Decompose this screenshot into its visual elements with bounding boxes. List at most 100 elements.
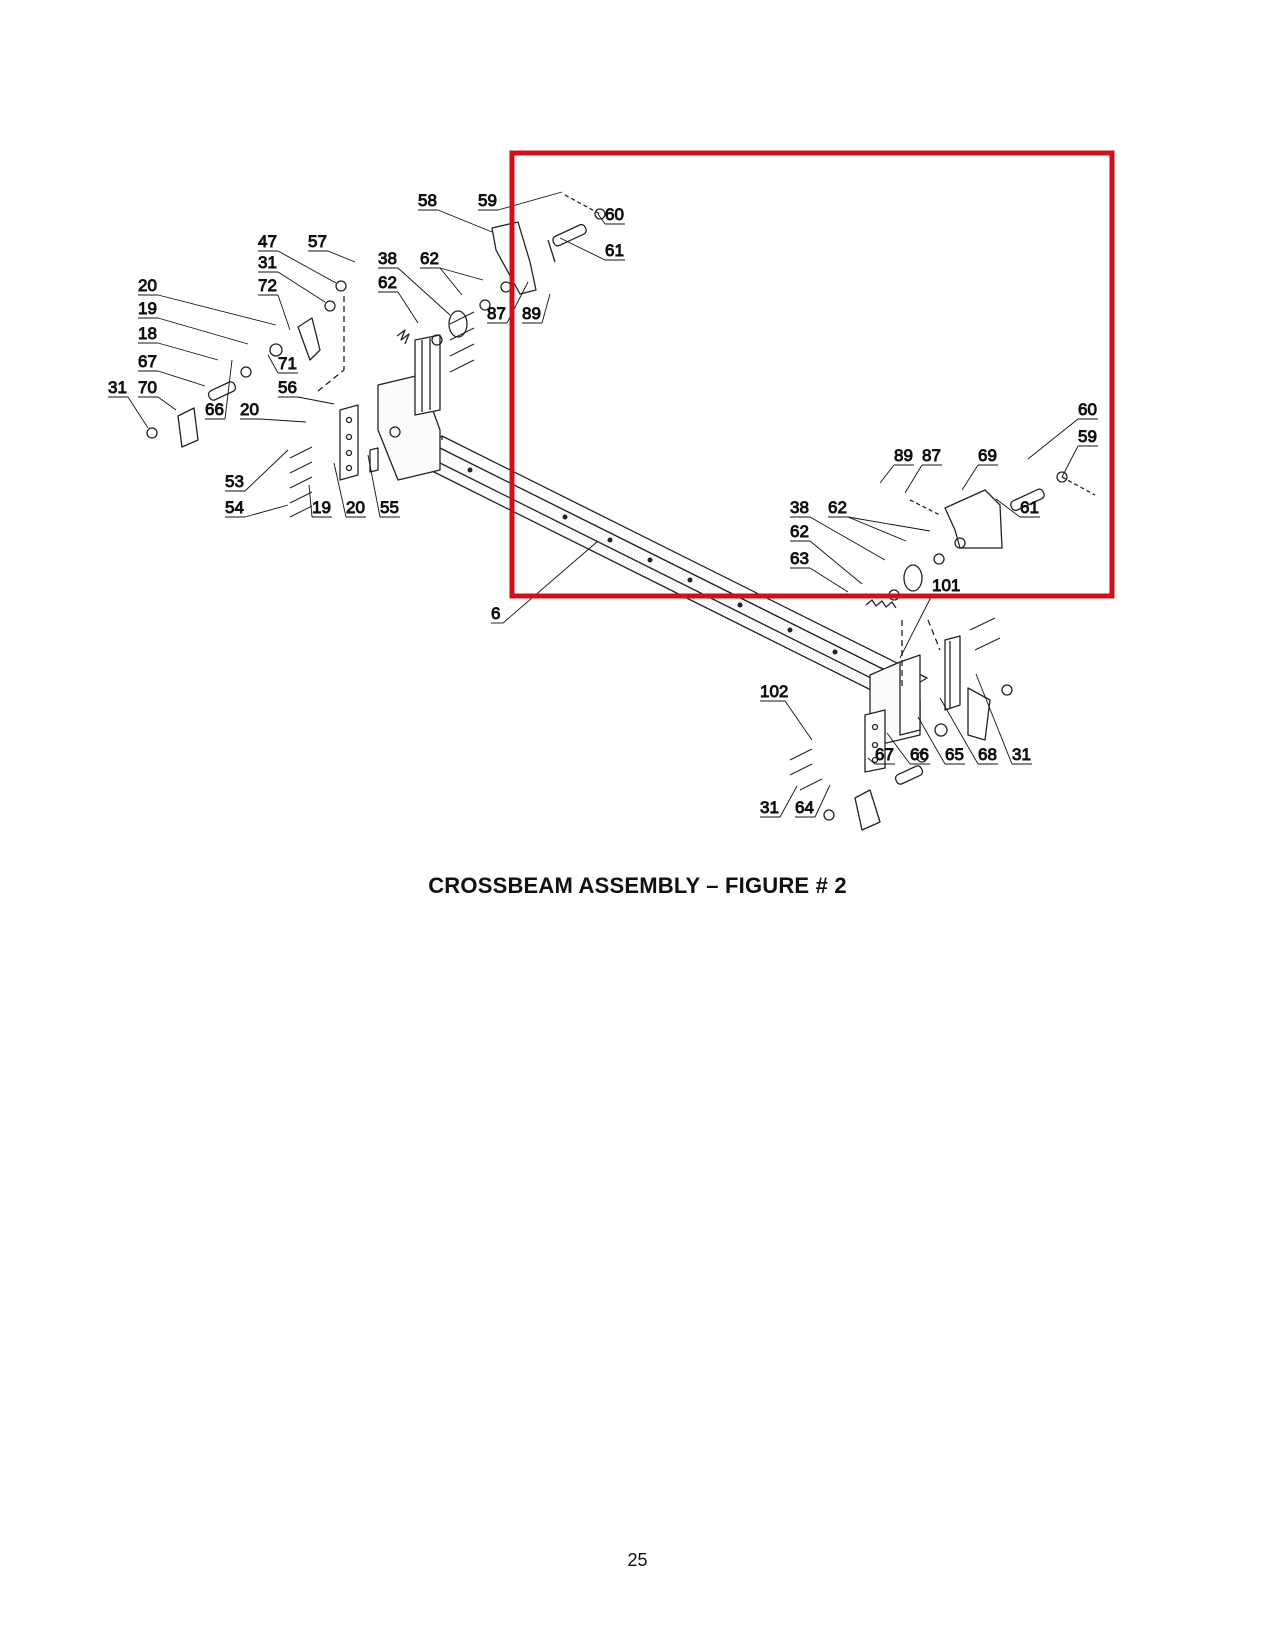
page-number: 25 xyxy=(627,1550,648,1570)
callout: 70 xyxy=(138,378,177,411)
callout: 87 xyxy=(487,281,529,324)
svg-text:62: 62 xyxy=(378,273,397,292)
callout: 31 xyxy=(108,378,149,429)
callout: 69 xyxy=(961,446,998,491)
svg-text:55: 55 xyxy=(380,498,399,517)
svg-text:66: 66 xyxy=(910,745,929,764)
callout: 18 xyxy=(138,324,219,361)
callout: 58 xyxy=(418,191,493,233)
svg-text:87: 87 xyxy=(922,446,941,465)
callout: 55 xyxy=(367,454,400,518)
callout: 60 xyxy=(1027,400,1098,460)
svg-text:62: 62 xyxy=(828,498,847,517)
svg-text:89: 89 xyxy=(894,446,913,465)
callout: 38 xyxy=(790,498,886,561)
callout: 62 xyxy=(828,498,931,542)
svg-text:72: 72 xyxy=(258,276,277,295)
left-hinge-parts xyxy=(146,280,347,448)
svg-text:31: 31 xyxy=(108,378,127,397)
callout: 31 xyxy=(258,253,326,303)
svg-text:102: 102 xyxy=(760,682,788,701)
right-hinge-parts xyxy=(823,684,1013,831)
svg-text:20: 20 xyxy=(346,498,365,517)
callout: 20 xyxy=(138,276,277,326)
callout: 72 xyxy=(258,276,291,331)
bolts xyxy=(289,311,1001,791)
svg-text:20: 20 xyxy=(138,276,157,295)
svg-text:60: 60 xyxy=(1078,400,1097,419)
svg-text:87: 87 xyxy=(487,304,506,323)
callout: 101 xyxy=(899,576,961,659)
svg-text:62: 62 xyxy=(420,249,439,268)
callout: 63 xyxy=(790,549,849,593)
svg-text:59: 59 xyxy=(1078,427,1097,446)
callout: 61 xyxy=(995,498,1040,518)
svg-text:56: 56 xyxy=(278,378,297,397)
callout: 59 xyxy=(1061,427,1098,478)
callout: 66 xyxy=(205,359,233,420)
callout: 38 xyxy=(378,249,451,316)
svg-text:19: 19 xyxy=(138,299,157,318)
svg-text:101: 101 xyxy=(932,576,960,595)
callout: 67 xyxy=(867,745,895,765)
callout: 62 xyxy=(378,273,419,324)
upper-right-bracket-part xyxy=(865,471,1096,609)
callout: 102 xyxy=(760,682,813,741)
svg-text:67: 67 xyxy=(875,745,894,764)
svg-text:64: 64 xyxy=(795,798,814,817)
svg-text:31: 31 xyxy=(760,798,779,817)
callout: 54 xyxy=(225,498,289,518)
svg-text:6: 6 xyxy=(491,604,500,623)
svg-text:18: 18 xyxy=(138,324,157,343)
figure-caption: CROSSBEAM ASSEMBLY – FIGURE # 2 xyxy=(428,873,847,898)
svg-text:53: 53 xyxy=(225,472,244,491)
callout: 89 xyxy=(879,446,914,484)
svg-text:68: 68 xyxy=(978,745,997,764)
svg-text:63: 63 xyxy=(790,549,809,568)
svg-text:67: 67 xyxy=(138,352,157,371)
callout: 87 xyxy=(904,446,942,494)
callout: 68 xyxy=(939,697,998,765)
callout: 62 xyxy=(420,249,484,296)
upper-left-bracket-part xyxy=(431,194,606,346)
svg-text:20: 20 xyxy=(240,400,259,419)
callout: 65 xyxy=(917,716,965,765)
svg-text:59: 59 xyxy=(478,191,497,210)
svg-text:61: 61 xyxy=(1020,498,1039,517)
callout: 20 xyxy=(333,462,366,518)
callout: 60 xyxy=(597,205,625,225)
callout: 61 xyxy=(559,237,625,261)
svg-text:69: 69 xyxy=(978,446,997,465)
svg-text:89: 89 xyxy=(522,304,541,323)
part-callouts: 58 59 60 61 47 57 31 72 38 62 62 20 19 1… xyxy=(108,191,1098,818)
svg-text:58: 58 xyxy=(418,191,437,210)
highlight-box xyxy=(509,150,1115,599)
svg-text:31: 31 xyxy=(1012,745,1031,764)
callout: 62 xyxy=(790,522,863,585)
callout: 20 xyxy=(240,400,307,423)
right-end-bracket-part xyxy=(864,619,961,773)
svg-text:54: 54 xyxy=(225,498,244,517)
left-end-bracket-part xyxy=(339,329,441,481)
callout: 31 xyxy=(760,785,798,818)
callout: 19 xyxy=(138,299,249,345)
svg-text:19: 19 xyxy=(312,498,331,517)
svg-text:65: 65 xyxy=(945,745,964,764)
callout: 66 xyxy=(886,732,930,765)
callout: 19 xyxy=(308,484,332,518)
callout: 67 xyxy=(138,352,206,387)
svg-text:31: 31 xyxy=(258,253,277,272)
svg-text:62: 62 xyxy=(790,522,809,541)
svg-text:38: 38 xyxy=(378,249,397,268)
svg-text:47: 47 xyxy=(258,232,277,251)
callout: 64 xyxy=(795,784,831,818)
callout: 89 xyxy=(522,293,551,324)
callout: 56 xyxy=(278,378,335,405)
svg-text:70: 70 xyxy=(138,378,157,397)
callout: 57 xyxy=(308,232,356,263)
callout: 47 xyxy=(258,232,337,284)
callout: 31 xyxy=(975,673,1032,765)
svg-text:61: 61 xyxy=(605,241,624,260)
callout: 71 xyxy=(267,354,298,374)
